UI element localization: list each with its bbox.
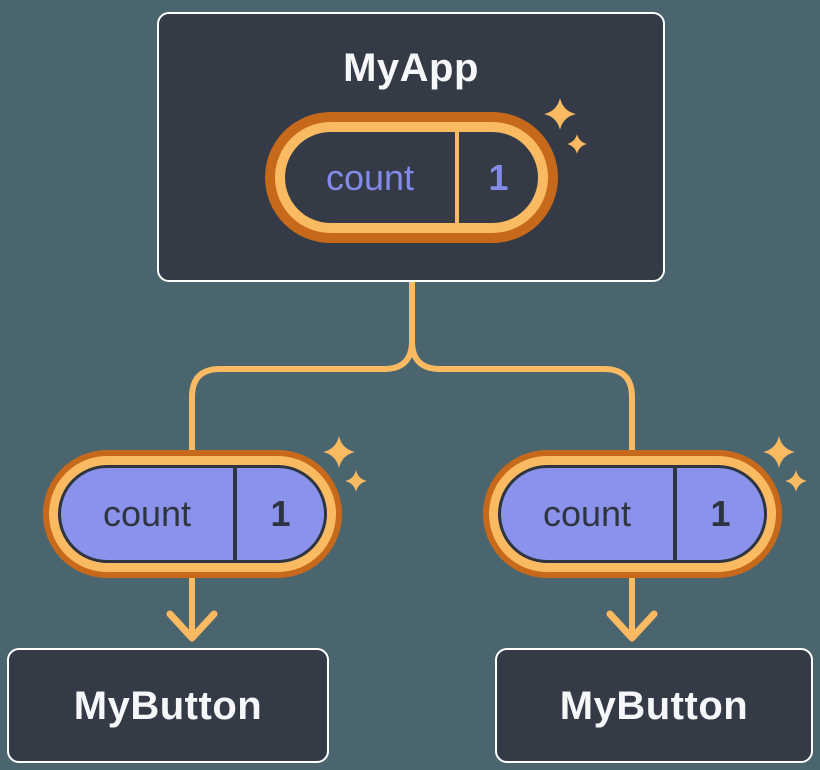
state-name: count bbox=[325, 156, 415, 198]
state-pill-myapp-ring: count 1 bbox=[275, 122, 548, 233]
state-value: 1 bbox=[488, 156, 509, 198]
state-pill-mybutton-2: count 1 bbox=[483, 450, 782, 578]
sparkle-icon bbox=[763, 436, 795, 468]
sparkle-icon bbox=[345, 470, 367, 492]
arrowhead-down-left-icon bbox=[166, 610, 218, 642]
state-pill-mybutton-1: count 1 bbox=[43, 450, 342, 578]
state-pill-mybutton-1-body: count 1 bbox=[58, 465, 327, 563]
node-mybutton-2-title: MyButton bbox=[559, 683, 749, 728]
state-value: 1 bbox=[270, 493, 291, 534]
sparkle-icon bbox=[785, 470, 807, 492]
state-name: count bbox=[102, 493, 192, 534]
arrowhead-down-right-icon bbox=[606, 610, 658, 642]
state-divider bbox=[673, 468, 677, 560]
state-pill-myapp: count 1 bbox=[265, 112, 558, 243]
state-value: 1 bbox=[710, 493, 731, 534]
sparkle-icon bbox=[323, 436, 355, 468]
state-pill-myapp-body: count 1 bbox=[285, 132, 538, 223]
state-pill-mybutton-1-ring: count 1 bbox=[49, 456, 336, 572]
node-mybutton-1: MyButton bbox=[7, 648, 329, 763]
state-pill-mybutton-2-body: count 1 bbox=[498, 465, 767, 563]
node-mybutton-2: MyButton bbox=[495, 648, 813, 763]
node-mybutton-1-title: MyButton bbox=[73, 683, 263, 728]
state-divider bbox=[455, 132, 459, 223]
state-pill-mybutton-2-ring: count 1 bbox=[489, 456, 776, 572]
state-name: count bbox=[542, 493, 632, 534]
node-myapp-title: MyApp bbox=[343, 46, 479, 90]
